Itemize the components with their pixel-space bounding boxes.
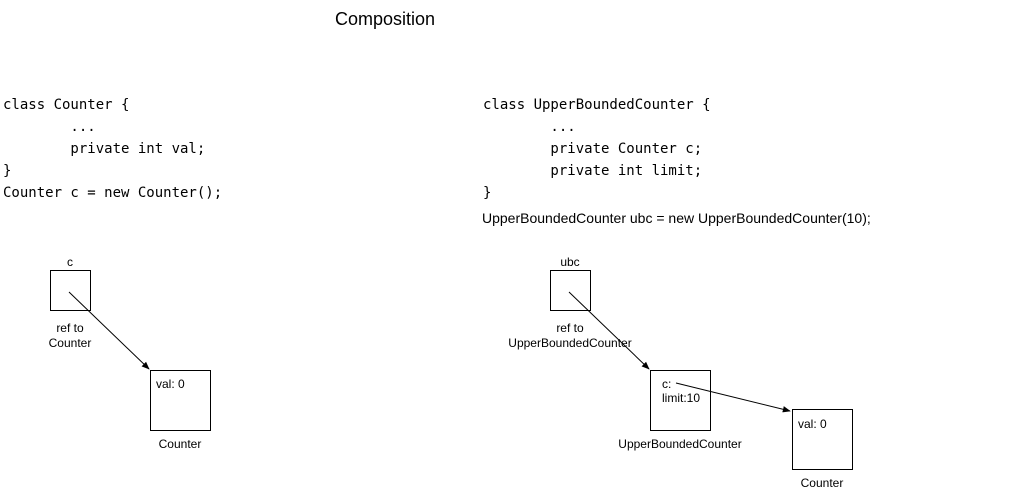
- code-line: private int limit;: [483, 163, 703, 179]
- reference-box: [50, 270, 91, 311]
- ref-name-label: c: [67, 255, 73, 269]
- instantiation-line: UpperBoundedCounter ubc = new UpperBound…: [482, 210, 871, 226]
- code-line: ...: [483, 119, 576, 135]
- reference-box: [550, 270, 591, 311]
- counter-object-box: [792, 409, 853, 470]
- upperboundedcounter-code-block: class UpperBoundedCounter { ... private …: [483, 94, 711, 204]
- ref-caption-line2: Counter: [48, 336, 92, 350]
- object-field-c: c:: [662, 377, 672, 391]
- ref-caption-line1: ref to: [556, 321, 584, 335]
- object-caption: Counter: [158, 437, 202, 451]
- object-caption: Counter: [800, 476, 844, 490]
- code-line: ...: [3, 119, 96, 135]
- object-caption: UpperBoundedCounter: [618, 437, 742, 451]
- ref-name-label: ubc: [560, 255, 580, 269]
- object-field: val: 0: [156, 377, 185, 391]
- counter-code-block: class Counter { ... private int val; } C…: [3, 94, 222, 204]
- code-line: private int val;: [3, 141, 206, 157]
- arrow-field-c-to-counter: [675, 382, 791, 413]
- object-field-limit: limit:10: [662, 391, 701, 405]
- object-field: val: 0: [798, 417, 827, 431]
- ref-caption-line1: ref to: [56, 321, 84, 335]
- code-line: }: [3, 163, 12, 179]
- arrow-c-to-counter: [68, 291, 150, 370]
- upperboundedcounter-object-box: [650, 370, 711, 431]
- counter-object-box: [150, 370, 211, 431]
- code-line: class Counter {: [3, 97, 130, 113]
- code-line: class UpperBoundedCounter {: [483, 97, 711, 113]
- arrow-ubc-to-upperboundedcounter: [568, 291, 650, 370]
- code-line: private Counter c;: [483, 141, 703, 157]
- diagram-title: Composition: [334, 9, 436, 29]
- ref-caption-line2: UpperBoundedCounter: [508, 336, 632, 350]
- code-line: Counter c = new Counter();: [3, 185, 223, 201]
- code-line: }: [483, 185, 492, 201]
